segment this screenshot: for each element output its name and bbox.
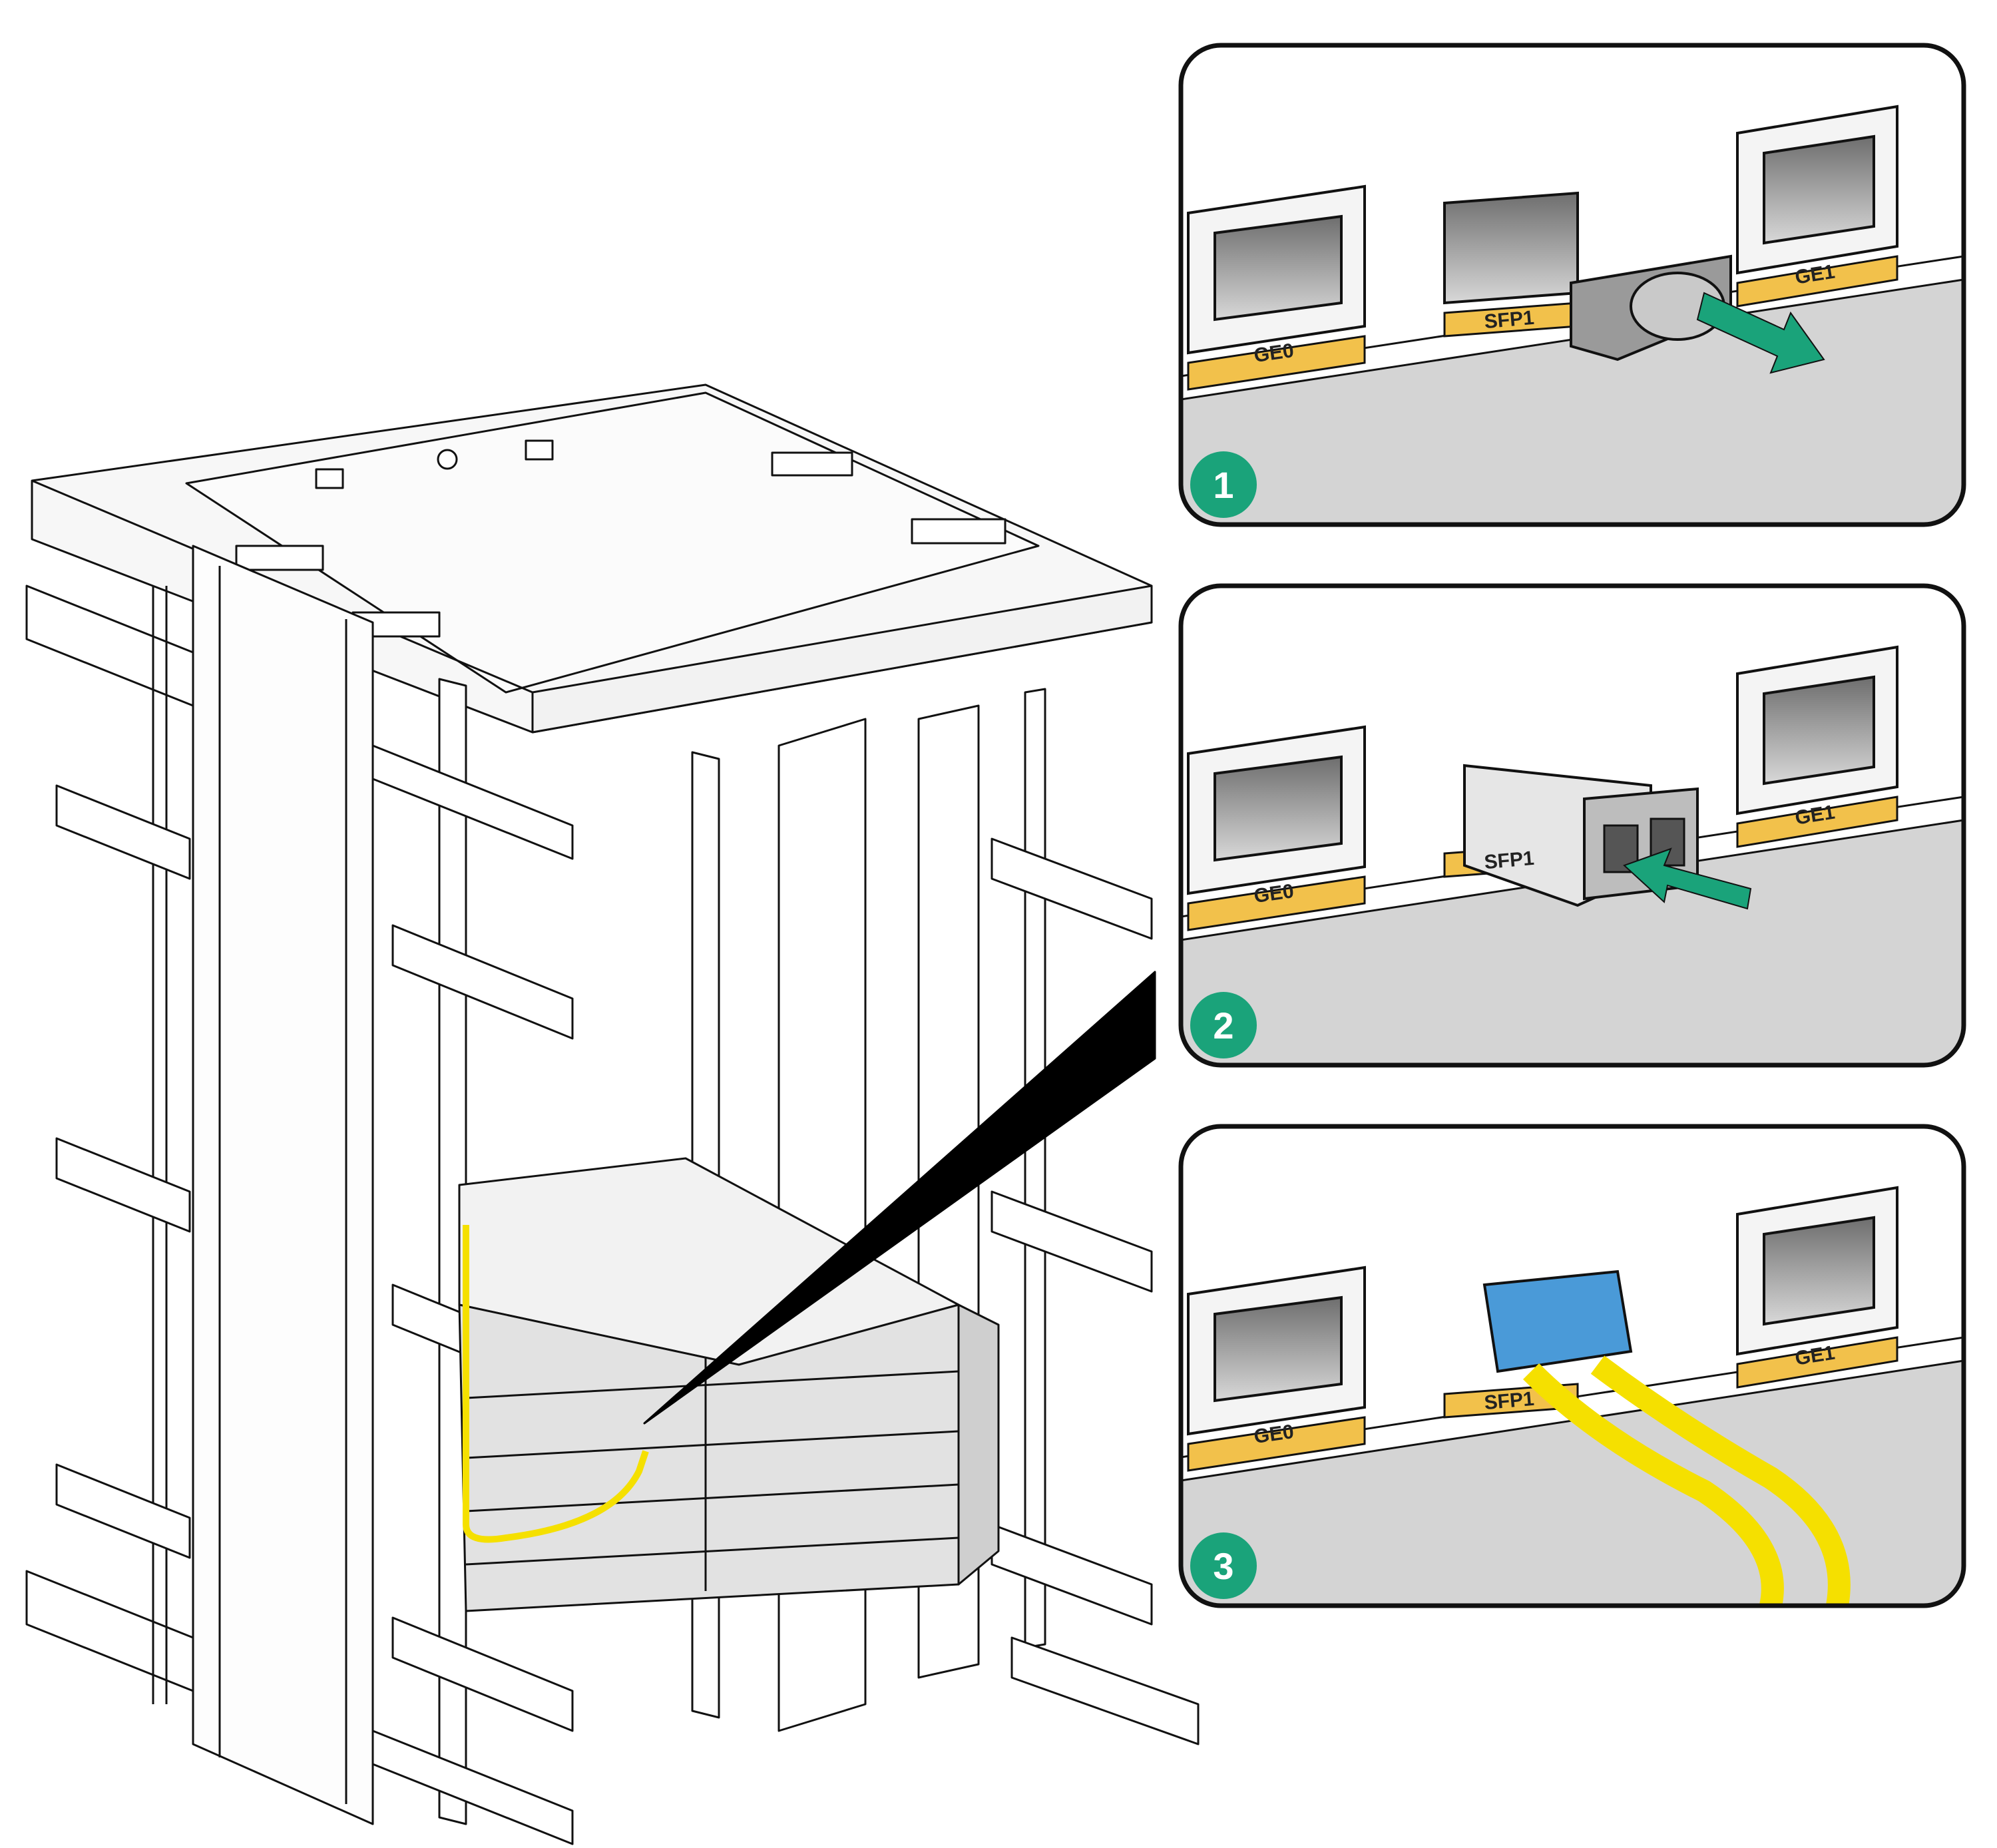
- rack-front-left-post: [192, 545, 374, 1825]
- remove-arrow: [1696, 292, 1825, 374]
- fiber-cable-b: [1590, 1355, 1851, 1606]
- step-2-badge: [1190, 992, 1257, 1058]
- step-1-badge: [1190, 451, 1257, 518]
- cable-brackets-right: [991, 837, 1200, 1745]
- insert-arrow: [1623, 847, 1752, 910]
- step-2-number: 2: [1213, 1005, 1233, 1046]
- step-3-label-middle: SFP1: [1483, 1388, 1535, 1414]
- step-2-label-middle: SFP1: [1483, 847, 1535, 873]
- step-3-panel: [1178, 1124, 1966, 1608]
- rack-side-frame: [25, 584, 574, 1845]
- step-1-label-middle: SFP1: [1483, 307, 1535, 333]
- step-3-badge: [1190, 1532, 1257, 1599]
- fiber-cable-a: [1522, 1363, 1784, 1606]
- step-2-panel: [1178, 583, 1966, 1068]
- rack-cabinet: [25, 383, 1200, 1845]
- rack-fiber-cable: [463, 1225, 649, 1543]
- zoom-wedge: [643, 971, 1156, 1425]
- step-3-number: 3: [1213, 1545, 1233, 1587]
- step-1-number: 1: [1213, 464, 1233, 506]
- router-chassis: [458, 1157, 1000, 1612]
- step-1-panel: [1178, 43, 1966, 527]
